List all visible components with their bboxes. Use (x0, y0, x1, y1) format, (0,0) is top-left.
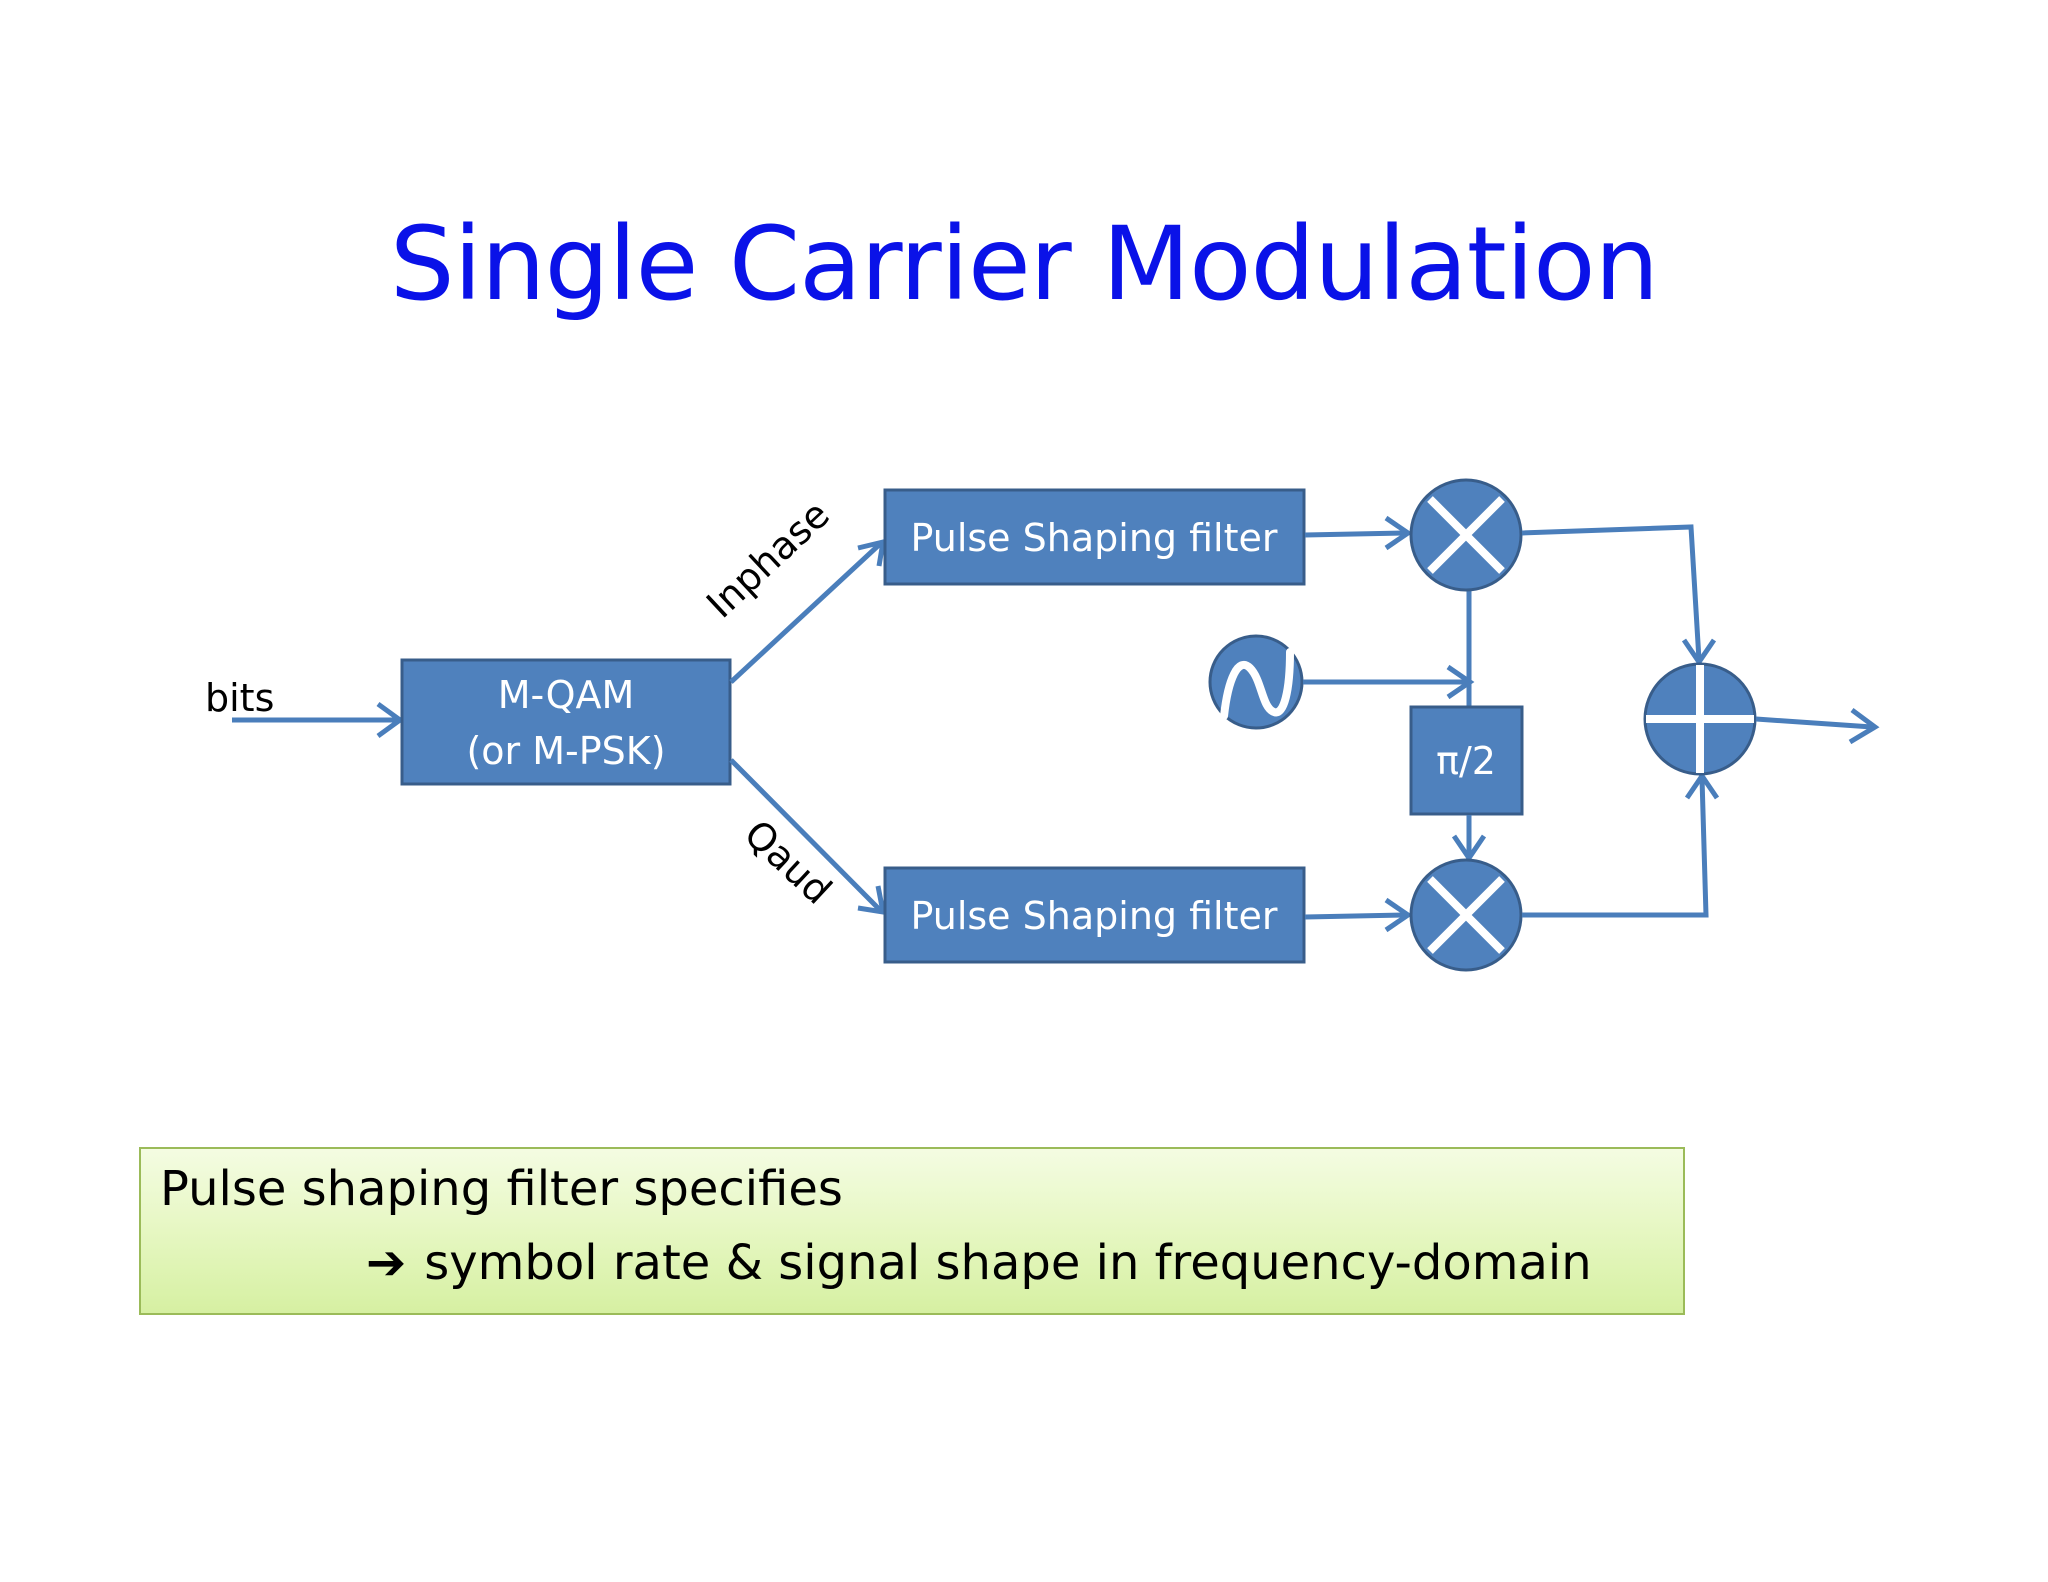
plus-icon (1646, 665, 1754, 773)
bits-label: bits (205, 676, 274, 720)
mapper-label-line2: (or M-PSK) (466, 729, 665, 773)
mixer-bottom-to-adder-path (1522, 771, 1720, 918)
slide-title: Single Carrier Modulation (389, 205, 1659, 324)
mapper-block: M-QAM (or M-PSK) (400, 658, 732, 786)
multiply-icon (1427, 876, 1505, 954)
adder (1643, 662, 1757, 776)
oscillator (1208, 634, 1304, 730)
phase-shift-block: π/2 (1409, 705, 1524, 816)
pulse-filter-bottom-label: Pulse Shaping filter (911, 894, 1278, 938)
mixer-top (1409, 478, 1523, 592)
pulse-filter-bottom: Pulse Shaping filter (883, 866, 1306, 964)
filter-bottom-to-mixer-arrow (1304, 897, 1413, 933)
right-arrow-icon: ➔ (366, 1235, 407, 1291)
pulse-filter-top: Pulse Shaping filter (883, 488, 1306, 586)
inphase-arrow (729, 538, 887, 684)
note-line1: Pulse shaping filter specifies (160, 1161, 843, 1217)
output-arrow (1755, 707, 1880, 745)
quadrature-arrow (729, 758, 887, 916)
phase-shift-arrow (1451, 815, 1487, 863)
mapper-label-line1: M-QAM (498, 673, 635, 717)
multiply-icon (1427, 496, 1505, 574)
note-box: Pulse shaping filter specifies ➔ symbol r… (139, 1147, 1685, 1315)
bits-arrow (232, 701, 405, 739)
inphase-label: Inphase (698, 492, 838, 626)
mixer-bottom (1409, 858, 1523, 972)
note-line2-text: symbol rate & signal shape in frequency-… (424, 1235, 1592, 1291)
note-line2: ➔ symbol rate & signal shape in frequency… (366, 1235, 1592, 1291)
phase-shift-label: π/2 (1436, 739, 1496, 783)
quadrature-label: Qaud (736, 811, 840, 912)
filter-top-to-mixer-arrow (1304, 515, 1413, 551)
mixer-top-to-adder-path (1521, 524, 1717, 667)
sine-wave-icon (1220, 648, 1294, 720)
pulse-filter-top-label: Pulse Shaping filter (911, 516, 1278, 560)
oscillator-arrow (1303, 664, 1475, 700)
